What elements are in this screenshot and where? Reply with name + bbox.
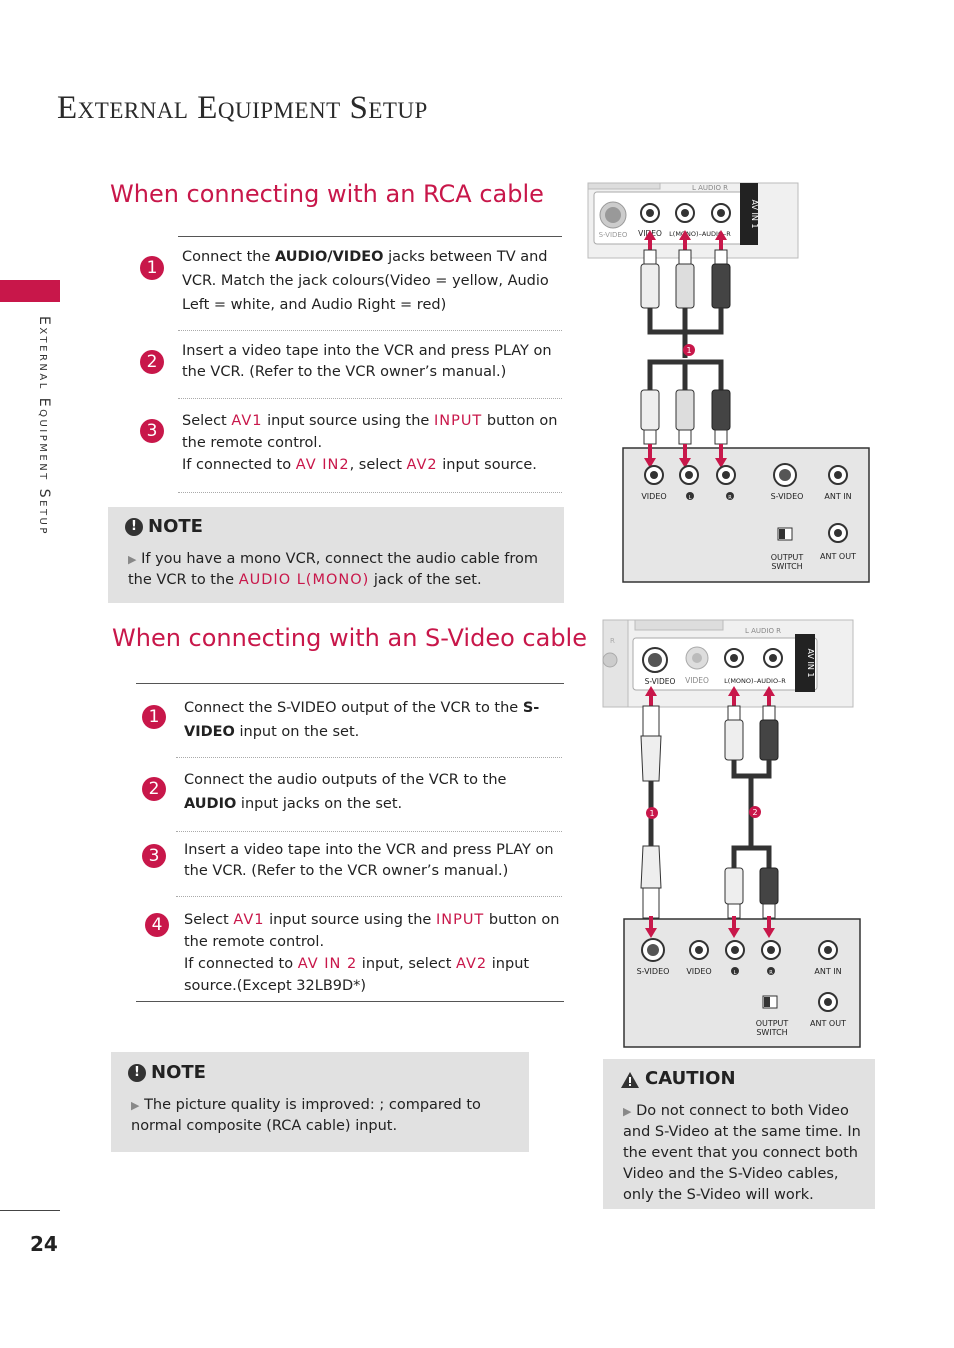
rca-connection-diagram: AV IN 1 L AUDIO R S-VIDEO VIDEO L(MONO)–… — [587, 182, 870, 583]
svideo-connection-diagram: R AV IN 1 L AUDIO R S-VIDEO VIDEO L(MONO… — [602, 619, 861, 1048]
rca-step-3-text: Select AV1 input source using the INPUT … — [182, 413, 558, 473]
svideo-divider-3 — [176, 896, 562, 897]
svideo-vcr-antin-label: ANT IN — [814, 967, 841, 976]
rca-step-1-number: 1 — [140, 256, 164, 280]
svideo-bottom-rule — [136, 1001, 564, 1002]
caution-box: CAUTION ▶ Do not connect to both Video a… — [603, 1059, 875, 1209]
rca-step-2-text: Insert a video tape into the VCR and pre… — [182, 343, 552, 380]
rca-step-2-number: 2 — [140, 350, 164, 374]
svideo-step-3-text: Insert a video tape into the VCR and pre… — [184, 842, 554, 879]
page-number: 24 — [30, 1232, 58, 1256]
rca-step-3-number: 3 — [140, 419, 164, 443]
svideo-step-1-text: Connect the S-VIDEO output of the VCR to… — [184, 700, 540, 740]
svideo-top-rule — [136, 683, 564, 684]
svg-text:L: L — [689, 495, 692, 501]
svideo-step-4-number: 4 — [145, 913, 169, 937]
rca-note-label: NOTE — [148, 516, 203, 537]
caution-text: ▶ Do not connect to both Video and S-Vid… — [623, 1103, 861, 1203]
svideo-vcr-video-label: VIDEO — [686, 967, 711, 976]
rca-vcr-svideo-label: S-VIDEO — [771, 492, 804, 501]
rca-panel-mono-label: L(MONO)–AUDIO–R — [669, 230, 731, 238]
bullet-arrow-icon: ▶ — [131, 1099, 140, 1112]
rca-vcr-video-label: VIDEO — [641, 492, 666, 501]
bullet-arrow-icon: ▶ — [128, 553, 137, 566]
svideo-step-1-number: 1 — [142, 705, 166, 729]
svideo-cable-marker-2: 2 — [752, 808, 757, 817]
exclamation-icon: ! — [128, 1064, 146, 1082]
svideo-divider-1 — [176, 757, 562, 758]
bullet-arrow-icon: ▶ — [623, 1105, 632, 1118]
rca-divider-1 — [178, 330, 562, 331]
rca-note-box: ! NOTE ▶ If you have a mono VCR, connect… — [108, 507, 564, 603]
rca-vcr-antin-label: ANT IN — [824, 492, 851, 501]
page-title: External Equipment Setup — [57, 90, 428, 126]
caution-label: CAUTION — [645, 1068, 736, 1089]
svideo-step-2-text: Connect the audio outputs of the VCR to … — [184, 772, 507, 812]
svg-text:R: R — [728, 495, 732, 501]
svideo-cable-marker-1: 1 — [649, 809, 654, 818]
svideo-note-box: ! NOTE ▶ The picture quality is improved… — [111, 1052, 529, 1152]
svideo-note-text: ▶ The picture quality is improved: ; com… — [131, 1097, 481, 1134]
exclamation-icon: ! — [125, 518, 143, 536]
warning-triangle-icon — [621, 1072, 639, 1088]
svideo-vcr-svideo-label: S-VIDEO — [637, 967, 670, 976]
rca-panel-svideo-label: S-VIDEO — [599, 231, 628, 239]
svideo-vcr-switch-label: SWITCH — [756, 1028, 787, 1037]
rca-vcr-output-label: OUTPUT — [771, 553, 804, 562]
svideo-step-3-number: 3 — [142, 844, 166, 868]
svideo-vcr-antout-label: ANT OUT — [810, 1019, 846, 1028]
side-section-label: External Equipment Setup — [36, 316, 52, 536]
rca-top-rule — [178, 236, 562, 237]
svideo-step-2-number: 2 — [142, 777, 166, 801]
side-tab-marker — [0, 280, 60, 302]
svg-text:L: L — [734, 970, 737, 976]
rca-vcr-switch-label: SWITCH — [771, 562, 802, 571]
svideo-step-4-text: Select AV1 input source using the INPUT … — [184, 912, 560, 994]
rca-note-text: ▶ If you have a mono VCR, connect the au… — [128, 551, 538, 588]
rca-cable-marker: 1 — [686, 346, 691, 355]
rca-vcr-antout-label: ANT OUT — [820, 552, 856, 561]
rca-heading: When connecting with an RCA cable — [110, 180, 544, 208]
svideo-panel-video-label: VIDEO — [685, 676, 709, 685]
svideo-divider-2 — [176, 831, 562, 832]
svideo-panel-mono-label: L(MONO)–AUDIO–R — [724, 677, 786, 685]
svg-text:R: R — [769, 970, 773, 976]
rca-panel-av-in-label: AV IN 1 — [750, 200, 759, 229]
rca-step-1-text: Connect the AUDIO/VIDEO jacks between TV… — [182, 249, 549, 313]
svideo-heading: When connecting with an S-Video cable — [112, 624, 587, 652]
svideo-panel-r-side: R — [610, 637, 615, 645]
svideo-vcr-output-label: OUTPUT — [756, 1019, 789, 1028]
rca-panel-audio-label: L AUDIO R — [692, 184, 728, 192]
svideo-note-label: NOTE — [151, 1062, 206, 1083]
svideo-panel-av-in-label: AV IN 1 — [806, 649, 815, 678]
rca-divider-3 — [178, 492, 562, 493]
svideo-panel-svideo-label: S-VIDEO — [645, 677, 676, 686]
rca-divider-2 — [178, 398, 562, 399]
footer-rule — [0, 1210, 60, 1211]
svideo-panel-audio-label: L AUDIO R — [745, 627, 781, 635]
